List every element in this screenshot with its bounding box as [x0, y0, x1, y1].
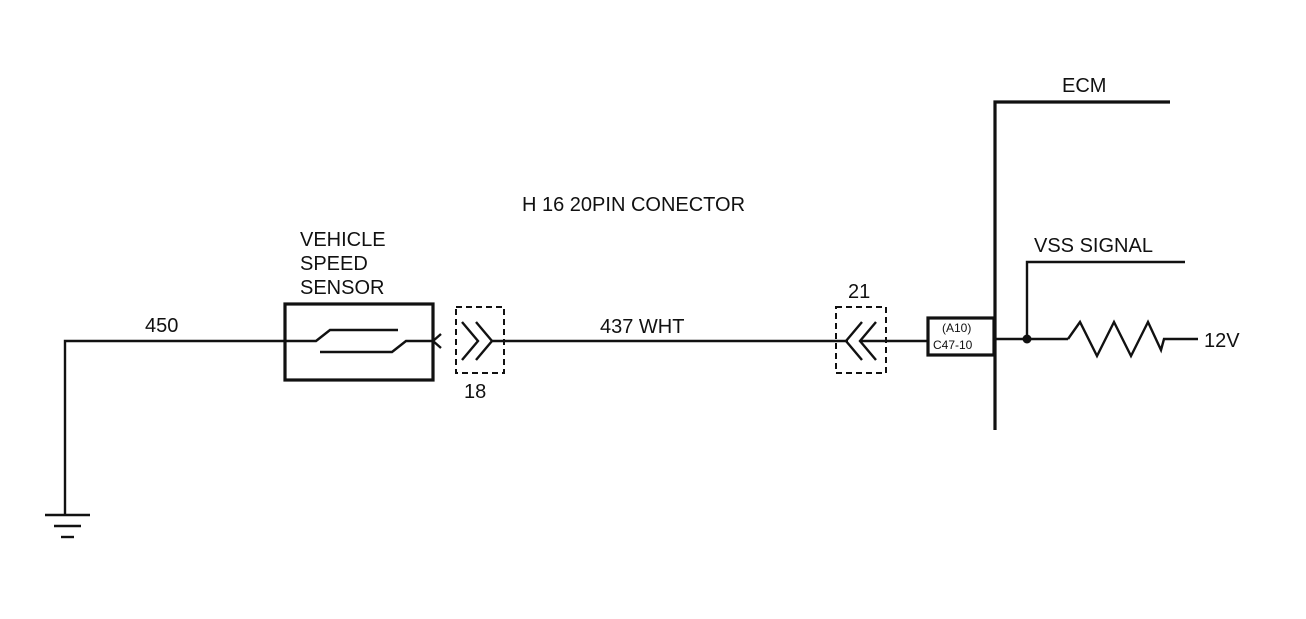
vss-signal-label: VSS SIGNAL — [1034, 235, 1153, 257]
sensor-label-line2: SPEED — [300, 253, 368, 275]
sensor-label-line3: SENSOR — [300, 277, 384, 299]
connector-title: H 16 20PIN CONECTOR — [522, 194, 745, 216]
pullup-resistor — [1067, 319, 1198, 359]
connector-18-symbol — [432, 321, 494, 361]
ground-symbol — [45, 513, 90, 539]
ecm-pin-label-line1: (A10) — [942, 321, 971, 335]
ecm-label: ECM — [1062, 75, 1106, 97]
ground-wire — [63, 339, 285, 515]
wire-label-450: 450 — [145, 315, 178, 337]
pin-label-18: 18 — [464, 381, 486, 403]
voltage-label-12v: 12V — [1204, 330, 1240, 352]
ecm-boundary — [993, 100, 1170, 430]
pin-label-21: 21 — [848, 281, 870, 303]
wire-label-437-wht: 437 WHT — [600, 316, 684, 338]
vss-signal-line — [1025, 260, 1185, 339]
sensor-label-line1: VEHICLE — [300, 229, 386, 251]
ecm-pin-label-line2: C47-10 — [933, 338, 973, 352]
sensor-switch-symbol — [285, 328, 433, 354]
